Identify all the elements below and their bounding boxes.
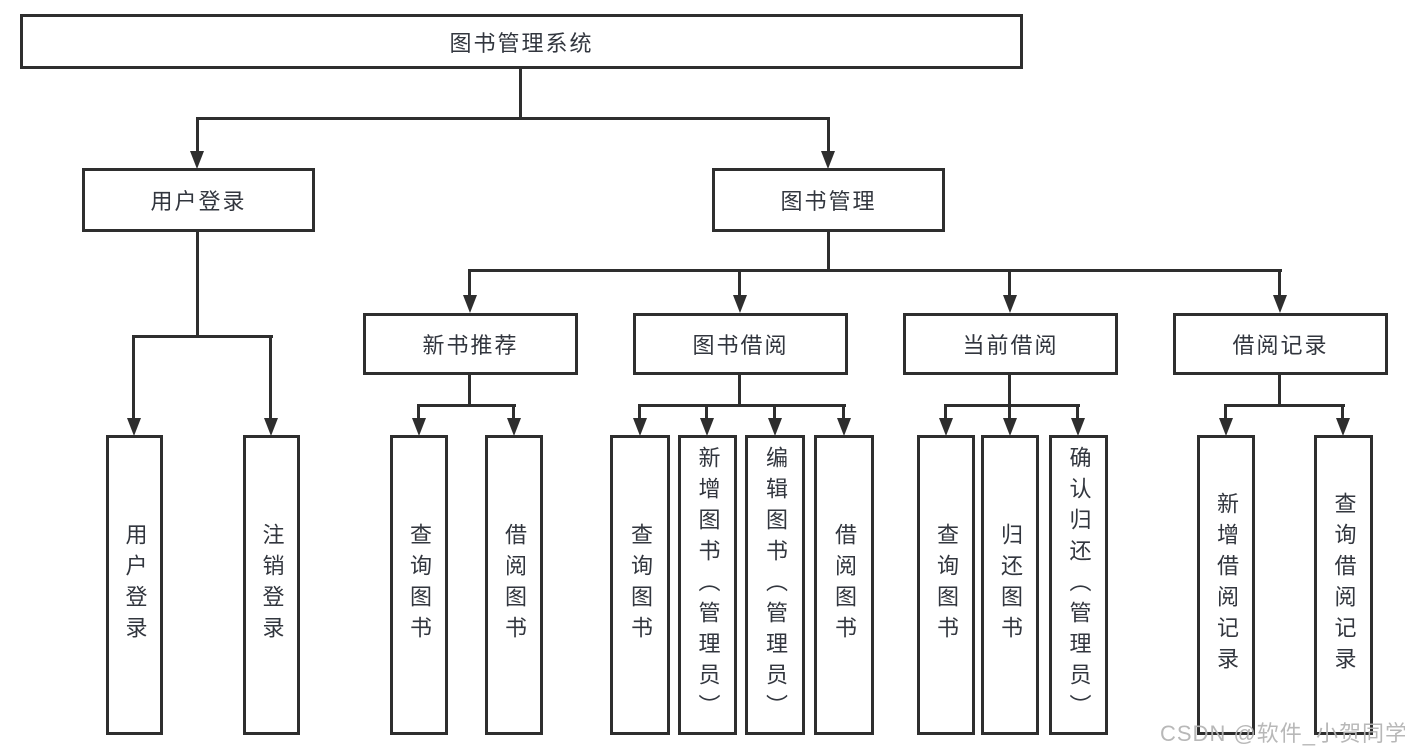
leaf-query-books-borrow: 查询图书 xyxy=(610,435,670,735)
node-label: 用户登录 xyxy=(122,523,148,647)
arrowhead-icon xyxy=(768,418,782,436)
arrowhead-icon xyxy=(633,418,647,436)
connector-line xyxy=(519,69,522,119)
leaf-edit-books-admin: 编辑图书（管理员） xyxy=(745,435,805,735)
node-label: 借阅图书 xyxy=(832,523,857,647)
node-user-login: 用户登录 xyxy=(82,168,315,232)
leaf-borrow-books: 借阅图书 xyxy=(814,435,874,735)
connector-line xyxy=(512,404,515,421)
connector-line xyxy=(638,404,846,407)
arrowhead-icon xyxy=(264,418,278,436)
leaf-query-borrow-record: 查询借阅记录 xyxy=(1314,435,1373,735)
connector-line xyxy=(842,404,845,421)
connector-line xyxy=(827,117,830,153)
node-label: 用户登录 xyxy=(150,189,247,214)
connector-line xyxy=(705,404,708,421)
connector-line xyxy=(468,375,471,406)
arrowhead-icon xyxy=(1003,418,1017,436)
connector-line xyxy=(1008,375,1011,406)
node-label: 新书推荐 xyxy=(422,333,519,358)
connector-line xyxy=(196,232,199,337)
arrowhead-icon xyxy=(1219,418,1233,436)
connector-line xyxy=(773,404,776,421)
arrowhead-icon xyxy=(733,295,747,313)
leaf-logout: 注销登录 xyxy=(243,435,300,735)
node-label: 图书管理系统 xyxy=(449,30,594,56)
arrowhead-icon xyxy=(507,418,521,436)
connector-line xyxy=(1224,404,1345,407)
node-label: 确认归还（管理员） xyxy=(1066,445,1092,725)
node-book-management: 图书管理 xyxy=(712,168,945,232)
connector-line xyxy=(417,404,420,421)
node-label: 借阅图书 xyxy=(502,523,527,647)
node-library-management-system: 图书管理系统 xyxy=(20,14,1023,69)
connector-line xyxy=(1224,404,1227,421)
node-label: 归还图书 xyxy=(998,523,1023,647)
arrowhead-icon xyxy=(127,418,141,436)
arrowhead-icon xyxy=(700,418,714,436)
leaf-return-books: 归还图书 xyxy=(981,435,1039,735)
node-borrowing-records: 借阅记录 xyxy=(1173,313,1388,375)
node-label: 查询图书 xyxy=(407,523,432,647)
node-label: 查询图书 xyxy=(934,523,959,647)
connector-line xyxy=(132,335,273,338)
connector-line xyxy=(738,375,741,406)
leaf-query-books-recommend: 查询图书 xyxy=(390,435,448,735)
node-label: 当前借阅 xyxy=(962,333,1059,358)
connector-line xyxy=(269,335,272,421)
connector-line xyxy=(468,269,471,298)
arrowhead-icon xyxy=(1336,418,1350,436)
arrowhead-icon xyxy=(837,418,851,436)
node-book-borrowing: 图书借阅 xyxy=(633,313,848,375)
arrowhead-icon xyxy=(821,151,835,169)
arrowhead-icon xyxy=(1003,295,1017,313)
node-label: 图书管理 xyxy=(780,189,877,214)
connector-line xyxy=(944,404,947,421)
node-label: 新增借阅记录 xyxy=(1214,492,1239,678)
arrowhead-icon xyxy=(190,151,204,169)
arrowhead-icon xyxy=(939,418,953,436)
leaf-confirm-return-admin: 确认归还（管理员） xyxy=(1049,435,1108,735)
connector-line xyxy=(1278,269,1281,298)
connector-line xyxy=(1341,404,1344,421)
connector-line xyxy=(1076,404,1079,421)
arrowhead-icon xyxy=(1071,418,1085,436)
leaf-add-books-admin: 新增图书（管理员） xyxy=(678,435,737,735)
leaf-query-books-current: 查询图书 xyxy=(917,435,975,735)
node-label: 图书借阅 xyxy=(692,333,789,358)
connector-line xyxy=(196,117,199,153)
connector-line xyxy=(197,117,830,120)
node-label: 注销登录 xyxy=(259,523,285,647)
leaf-add-borrow-record: 新增借阅记录 xyxy=(1197,435,1255,735)
node-label: 编辑图书（管理员） xyxy=(763,445,788,725)
connector-line xyxy=(738,269,741,298)
leaf-user-login: 用户登录 xyxy=(106,435,163,735)
node-label: 查询图书 xyxy=(628,523,653,647)
node-label: 查询借阅记录 xyxy=(1331,492,1357,678)
connector-line xyxy=(132,335,135,421)
arrowhead-icon xyxy=(463,295,477,313)
connector-line xyxy=(1278,375,1281,406)
arrowhead-icon xyxy=(1273,295,1287,313)
arrowhead-icon xyxy=(412,418,426,436)
connector-line xyxy=(417,404,516,407)
node-current-borrowing: 当前借阅 xyxy=(903,313,1118,375)
csdn-watermark: CSDN @软件_小贺同学 xyxy=(1160,721,1405,746)
node-label: 借阅记录 xyxy=(1232,333,1329,358)
connector-line xyxy=(1008,404,1011,421)
node-label: 新增图书（管理员） xyxy=(695,445,721,725)
connector-line xyxy=(944,404,1080,407)
connector-line xyxy=(469,269,1282,272)
leaf-borrow-books-recommend: 借阅图书 xyxy=(485,435,543,735)
connector-line xyxy=(827,232,830,272)
connector-line xyxy=(638,404,641,421)
connector-line xyxy=(1008,269,1011,298)
node-new-book-recommend: 新书推荐 xyxy=(363,313,578,375)
